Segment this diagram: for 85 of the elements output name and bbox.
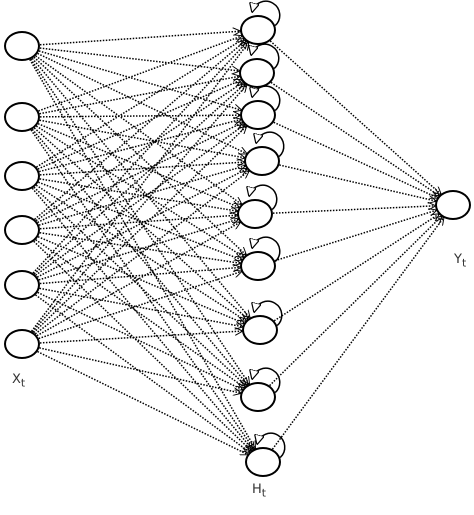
arrow (36, 221, 242, 336)
arrow (39, 347, 242, 396)
arrow (36, 81, 244, 222)
self-loop-arrow (254, 432, 286, 458)
neuron-circle (240, 15, 276, 45)
arrow (38, 123, 240, 209)
arrow (270, 40, 442, 196)
arrow (30, 58, 250, 386)
neuron-circle (4, 329, 40, 359)
arrow (36, 38, 245, 168)
arrow (39, 119, 246, 161)
arrow (40, 27, 242, 46)
arrow (40, 327, 244, 344)
arrow (35, 55, 243, 206)
arrow (34, 40, 246, 220)
arrow (38, 216, 240, 281)
arrow (34, 170, 250, 334)
arrow (37, 52, 248, 154)
neuron-circle (4, 215, 40, 245)
arrow (32, 188, 254, 451)
layer-label: X$_{t}$ (12, 372, 26, 390)
arrow (273, 122, 438, 199)
arrow (40, 232, 242, 267)
self-loop-arrow (248, 44, 280, 70)
neuron-circle (4, 31, 40, 61)
layer-label: Y$_{t}$ (454, 252, 466, 270)
self-loop-arrow (254, 132, 284, 158)
arrow (279, 164, 437, 204)
arrow (274, 208, 438, 262)
neuron-circle (244, 146, 280, 176)
arrow (38, 164, 246, 226)
self-loop-arrow (252, 300, 282, 326)
arrow (35, 239, 246, 388)
arrow (36, 184, 247, 322)
neuron-circle (4, 270, 40, 300)
arrow (272, 202, 436, 214)
arrow (40, 47, 240, 75)
arrow (40, 211, 238, 230)
arrow (38, 78, 242, 170)
arrow (40, 110, 242, 120)
arrow (37, 350, 249, 456)
neuron-circle (239, 58, 275, 88)
neuron-circle (245, 447, 281, 477)
self-loop-arrow (250, 0, 280, 26)
arrow (29, 59, 256, 450)
neuron-circle (240, 251, 276, 281)
arrow (32, 84, 248, 332)
arrow (32, 128, 249, 386)
arrow (33, 240, 252, 452)
arrow (33, 186, 248, 387)
arrow (39, 288, 244, 330)
arrow (36, 168, 248, 278)
arrow (38, 270, 242, 340)
neuron-circle (435, 190, 471, 220)
arrow (39, 116, 242, 172)
self-loop-arrow (250, 86, 280, 112)
self-loop-arrow (246, 184, 278, 210)
arrow (272, 216, 445, 450)
neuron-circle (4, 102, 40, 132)
arrow (37, 122, 244, 224)
arrow (38, 34, 243, 112)
arrow (270, 82, 440, 196)
arrow (40, 178, 239, 214)
self-loop-arrow (250, 368, 280, 394)
neuron-circle (242, 315, 278, 345)
self-loop-arrow (250, 236, 280, 262)
arrow (269, 215, 442, 386)
arrow (38, 236, 246, 325)
arrow (39, 73, 241, 114)
arrow (35, 294, 251, 454)
arrow (40, 264, 242, 284)
arrow (38, 50, 242, 112)
arrow (274, 213, 440, 322)
arrow (38, 182, 243, 262)
neuron-circle (240, 382, 276, 412)
arrow (34, 83, 246, 275)
neuron-circle (237, 199, 273, 229)
neuron-circle (240, 100, 276, 130)
neuron-circle (4, 161, 40, 191)
arrow (32, 40, 248, 274)
arrow (33, 56, 248, 256)
arrow (30, 130, 255, 450)
arrow (40, 158, 246, 176)
arrow (37, 292, 244, 391)
layer-label: H$_{t}$ (252, 482, 266, 500)
